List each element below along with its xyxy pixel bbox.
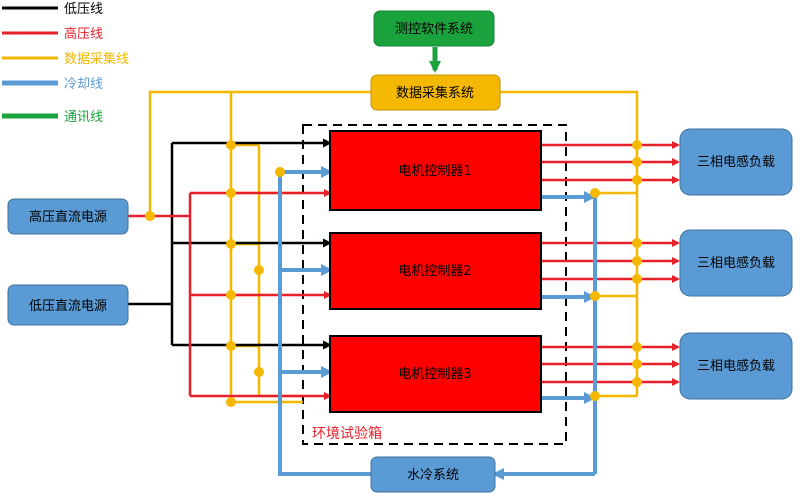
lv-supply-label: 低压直流电源: [29, 299, 107, 314]
controller-1-label: 电机控制器1: [398, 164, 471, 179]
load-1-label: 三相电感负载: [697, 154, 775, 170]
legend-label-high-voltage: 高压线: [64, 26, 103, 42]
hv-supply-node: 高压直流电源: [7, 198, 129, 235]
legend: 低压线 高压线 数据采集线 冷却线 通讯线: [2, 2, 129, 125]
daq-left-trunk: [148, 90, 371, 216]
high-voltage-lines: [128, 141, 680, 400]
legend-label-cooling: 冷却线: [64, 77, 103, 92]
lv-supply-node: 低压直流电源: [7, 284, 129, 326]
daq-label: 数据采集系统: [396, 85, 474, 101]
load-1-node: 三相电感负载: [679, 128, 793, 196]
controller-2-node: 电机控制器2: [329, 232, 542, 310]
junctions: [145, 140, 642, 407]
legend-label-low-voltage: 低压线: [64, 2, 103, 17]
low-voltage-lines: [128, 138, 332, 350]
hv-supply-label: 高压直流电源: [29, 209, 107, 225]
controller-2-label: 电机控制器2: [398, 264, 471, 279]
load-2-label: 三相电感负载: [697, 255, 775, 271]
controller-3-node: 电机控制器3: [329, 335, 542, 413]
load-2-node: 三相电感负载: [679, 229, 793, 297]
environment-chamber: [302, 124, 567, 445]
software-node: 测控软件系统: [373, 10, 495, 47]
chamber-label: 环境试验箱: [312, 426, 382, 442]
controller-3-label: 电机控制器3: [398, 367, 471, 382]
controller-1-node: 电机控制器1: [329, 130, 542, 211]
legend-label-communication: 通讯线: [64, 110, 103, 125]
cooling-node: 水冷系统: [370, 456, 496, 493]
daq-right-trunk: [500, 90, 639, 396]
daq-node: 数据采集系统: [370, 74, 501, 111]
legend-label-data-acquisition: 数据采集线: [64, 51, 129, 67]
cooling-return-left: [278, 172, 371, 476]
software-label: 测控软件系统: [395, 22, 473, 37]
load-3-node: 三相电感负载: [679, 332, 793, 400]
cooling-label: 水冷系统: [407, 468, 459, 483]
cooling-lines: [278, 166, 597, 480]
load-3-label: 三相电感负载: [697, 358, 775, 374]
